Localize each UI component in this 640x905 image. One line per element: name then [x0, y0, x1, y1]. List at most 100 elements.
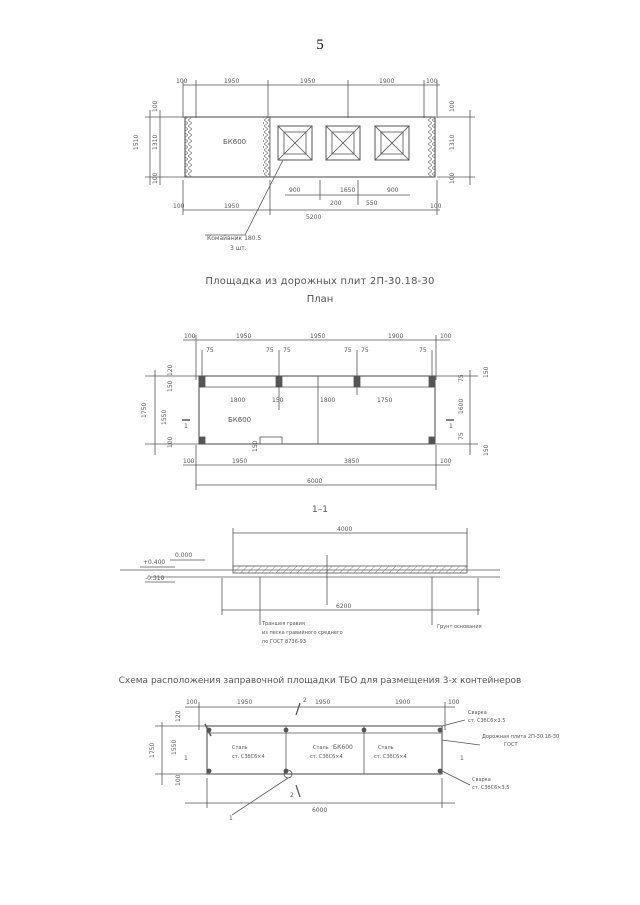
- plan-2: [145, 335, 478, 490]
- plan3-dim: 100: [175, 774, 182, 786]
- plan1-dim: 1950: [224, 203, 239, 210]
- section-note: Траншея гравия: [261, 621, 305, 627]
- plan3-label: Сталь: [378, 745, 394, 751]
- section-1-1-labels: 4000 +0.400 0.000 -0.310 6200 Траншея гр…: [143, 526, 482, 645]
- plan3-note: ГОСТ: [504, 742, 518, 748]
- plan3-dim: 1550: [171, 740, 178, 755]
- plan1-dim: 550: [366, 200, 378, 207]
- caption-scheme: Схема расположения заправочной площадки …: [118, 676, 522, 686]
- plan3-bottom-mark: 1: [229, 815, 233, 822]
- plan3-total: 6000: [312, 807, 327, 814]
- plan1-dim: 100: [173, 203, 185, 210]
- plan2-dim: 1750: [141, 403, 148, 418]
- plan2-total: 6000: [307, 478, 322, 485]
- section-1-1: [120, 528, 500, 625]
- plan1-leader-label: Комайаник 180.5: [207, 235, 261, 242]
- plan1-dim: 100: [449, 100, 456, 112]
- section-dim: 6200: [336, 603, 351, 610]
- plan2-inner-dim: 150: [272, 397, 284, 404]
- section-note: Грунт основания: [437, 624, 482, 630]
- plan3-mark: 1: [460, 755, 464, 762]
- plan2-dim: 150: [483, 444, 490, 456]
- plan2-dim: 1950: [310, 333, 325, 340]
- plan2-dim: 100: [184, 333, 196, 340]
- plan1-dim: 1950: [224, 78, 239, 85]
- plan1-dim: 900: [289, 187, 301, 194]
- plan1-dim: 100: [430, 203, 442, 210]
- plan2-dim: 1900: [388, 333, 403, 340]
- section-mark-left: 1: [184, 423, 188, 430]
- section-elev: +0.400: [143, 559, 165, 566]
- plan2-inner-dim: 1800: [320, 397, 335, 404]
- plan3-label: Сталь: [313, 745, 329, 751]
- section-dim: 4000: [337, 526, 352, 533]
- plan3-label: ст. С3бС6×4: [374, 754, 407, 760]
- plan2-dim: 1600: [458, 399, 465, 414]
- plan2-subdim: 75: [266, 347, 274, 354]
- plan1-dim: 1310: [449, 135, 456, 150]
- plan2-dim: 100: [440, 458, 452, 465]
- plan2-subdim: 75: [344, 347, 352, 354]
- plan2-dim: 150: [167, 380, 174, 392]
- plan3-dim: 100: [448, 699, 460, 706]
- plan1-dim: 200: [330, 200, 342, 207]
- plan-3: [155, 702, 481, 816]
- plan2-dim: 120: [167, 364, 174, 376]
- plan2-dim: 3850: [344, 458, 359, 465]
- plan3-dim: 1950: [315, 699, 330, 706]
- plan-3-labels: 100 1950 1950 1900 100 120 1750 1550 100…: [149, 697, 559, 822]
- plan1-dim: 100: [176, 78, 188, 85]
- plan1-dim: 100: [152, 172, 159, 184]
- plan2-dim: 75: [458, 374, 465, 382]
- plan3-dim: 1900: [395, 699, 410, 706]
- plan2-subdim: 75: [419, 347, 427, 354]
- section-mark-right: 1: [449, 423, 453, 430]
- plan1-dim: 1900: [379, 78, 394, 85]
- caption-section: 1–1: [312, 505, 328, 515]
- plan1-dim: 1950: [300, 78, 315, 85]
- plan-2-labels: 100 1950 1950 1900 100 75 75 75 75 75 75…: [141, 333, 490, 485]
- plan1-dim: 1310: [152, 135, 159, 150]
- section-elev: 0.000: [175, 552, 192, 559]
- plan1-dim: 100: [152, 100, 159, 112]
- plan1-dim: 1650: [340, 187, 355, 194]
- plan2-inner-dim: 150: [252, 440, 259, 452]
- plan-1-labels: 100 1950 1950 1900 100 1510 100 1310 100…: [133, 78, 456, 252]
- plan1-block-label: БК600: [223, 138, 246, 146]
- plan2-dim: 1950: [232, 458, 247, 465]
- plan2-subdim: 75: [283, 347, 291, 354]
- plan1-dim: 1510: [133, 135, 140, 150]
- plan1-dim: 100: [449, 172, 456, 184]
- section-elev: -0.310: [145, 575, 165, 582]
- plan1-dim: 900: [387, 187, 399, 194]
- plan2-dim: 100: [183, 458, 195, 465]
- plan2-dim: 100: [167, 436, 174, 448]
- plan3-note: ст. С3бС6×3.5: [472, 785, 509, 791]
- plan2-block-label: БК600: [228, 416, 251, 424]
- plan2-inner-dim: 1800: [230, 397, 245, 404]
- plan3-mark: 1: [184, 755, 188, 762]
- plan3-note: ст. С3бС6×3.5: [468, 718, 505, 724]
- plan3-dim: 120: [175, 710, 182, 722]
- plan1-leader-label-2: 3 шт.: [230, 245, 247, 252]
- plan3-note: Сварка: [472, 777, 491, 783]
- plan3-dim: 1950: [237, 699, 252, 706]
- plan3-dim: 1750: [149, 743, 156, 758]
- plan3-mark: 2: [290, 792, 294, 799]
- plan3-note: Сварка: [468, 710, 487, 716]
- caption-platform: Площадка из дорожных плит 2П-30.18-30: [205, 276, 435, 287]
- plan2-subdim: 75: [206, 347, 214, 354]
- plan3-block-label: БК600: [333, 744, 353, 751]
- plan2-dim: 75: [458, 432, 465, 440]
- plan3-dim: 100: [186, 699, 198, 706]
- plan3-label: ст. С3бС6×4: [310, 754, 343, 760]
- plan1-dim: 100: [426, 78, 438, 85]
- plan2-dim: 100: [440, 333, 452, 340]
- section-note: по ГОСТ 8736-93: [262, 639, 306, 645]
- plan2-dim: 150: [483, 366, 490, 378]
- plan2-dim: 1950: [236, 333, 251, 340]
- plan1-dim: 5200: [306, 214, 321, 221]
- plan-1: [145, 80, 475, 236]
- plan2-inner-dim: 1750: [377, 397, 392, 404]
